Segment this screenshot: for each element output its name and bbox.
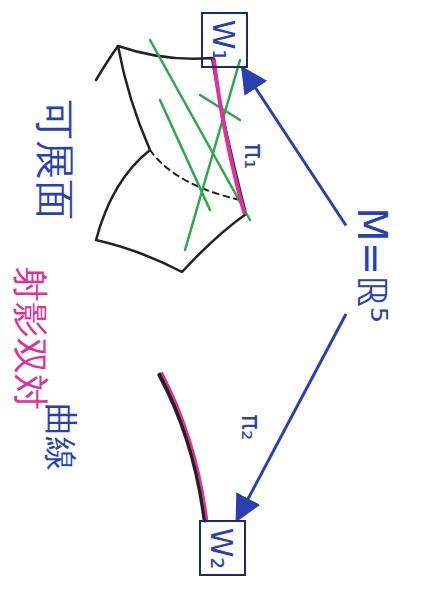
curve-label-wrap: 曲線: [42, 402, 79, 470]
map-label-wrap: π₂: [237, 414, 266, 440]
node-text-wrap: W₂: [206, 527, 239, 569]
target-box: W₂: [199, 520, 246, 576]
node-text-wrap: M=ℝ⁵: [350, 207, 394, 323]
duality-label-wrap: 射影双対: [10, 266, 50, 410]
label-box: 可展面: [33, 100, 77, 220]
surface-fold: [96, 46, 118, 80]
rulings: [150, 40, 250, 250]
label-box: 曲線: [42, 402, 79, 470]
dual-curve: [162, 373, 207, 520]
map-label: π₁: [240, 143, 269, 169]
edge-label-box: π₁: [240, 144, 269, 170]
curve-label: 曲線: [41, 402, 78, 470]
surface-label-wrap: 可展面: [33, 100, 77, 220]
node-text: M=ℝ⁵: [350, 207, 394, 323]
node-text: W₁: [207, 19, 240, 61]
edge-curve: [214, 60, 244, 212]
projection-arrow: [237, 314, 346, 520]
surface-label: 可展面: [33, 100, 77, 220]
space-label: M=ℝ⁵: [346, 203, 398, 327]
node-text-wrap: W₁: [208, 19, 241, 61]
label-box: 射影双対: [10, 266, 50, 410]
dual-curve: [160, 375, 205, 520]
map-label-wrap: π₁: [240, 144, 269, 170]
node-text: W₂: [205, 527, 238, 569]
map-label: π₂: [237, 414, 266, 440]
duality-label: 射影双対: [10, 266, 50, 410]
target-box: W₁: [201, 12, 248, 68]
edge-label-box: π₂: [237, 414, 266, 440]
